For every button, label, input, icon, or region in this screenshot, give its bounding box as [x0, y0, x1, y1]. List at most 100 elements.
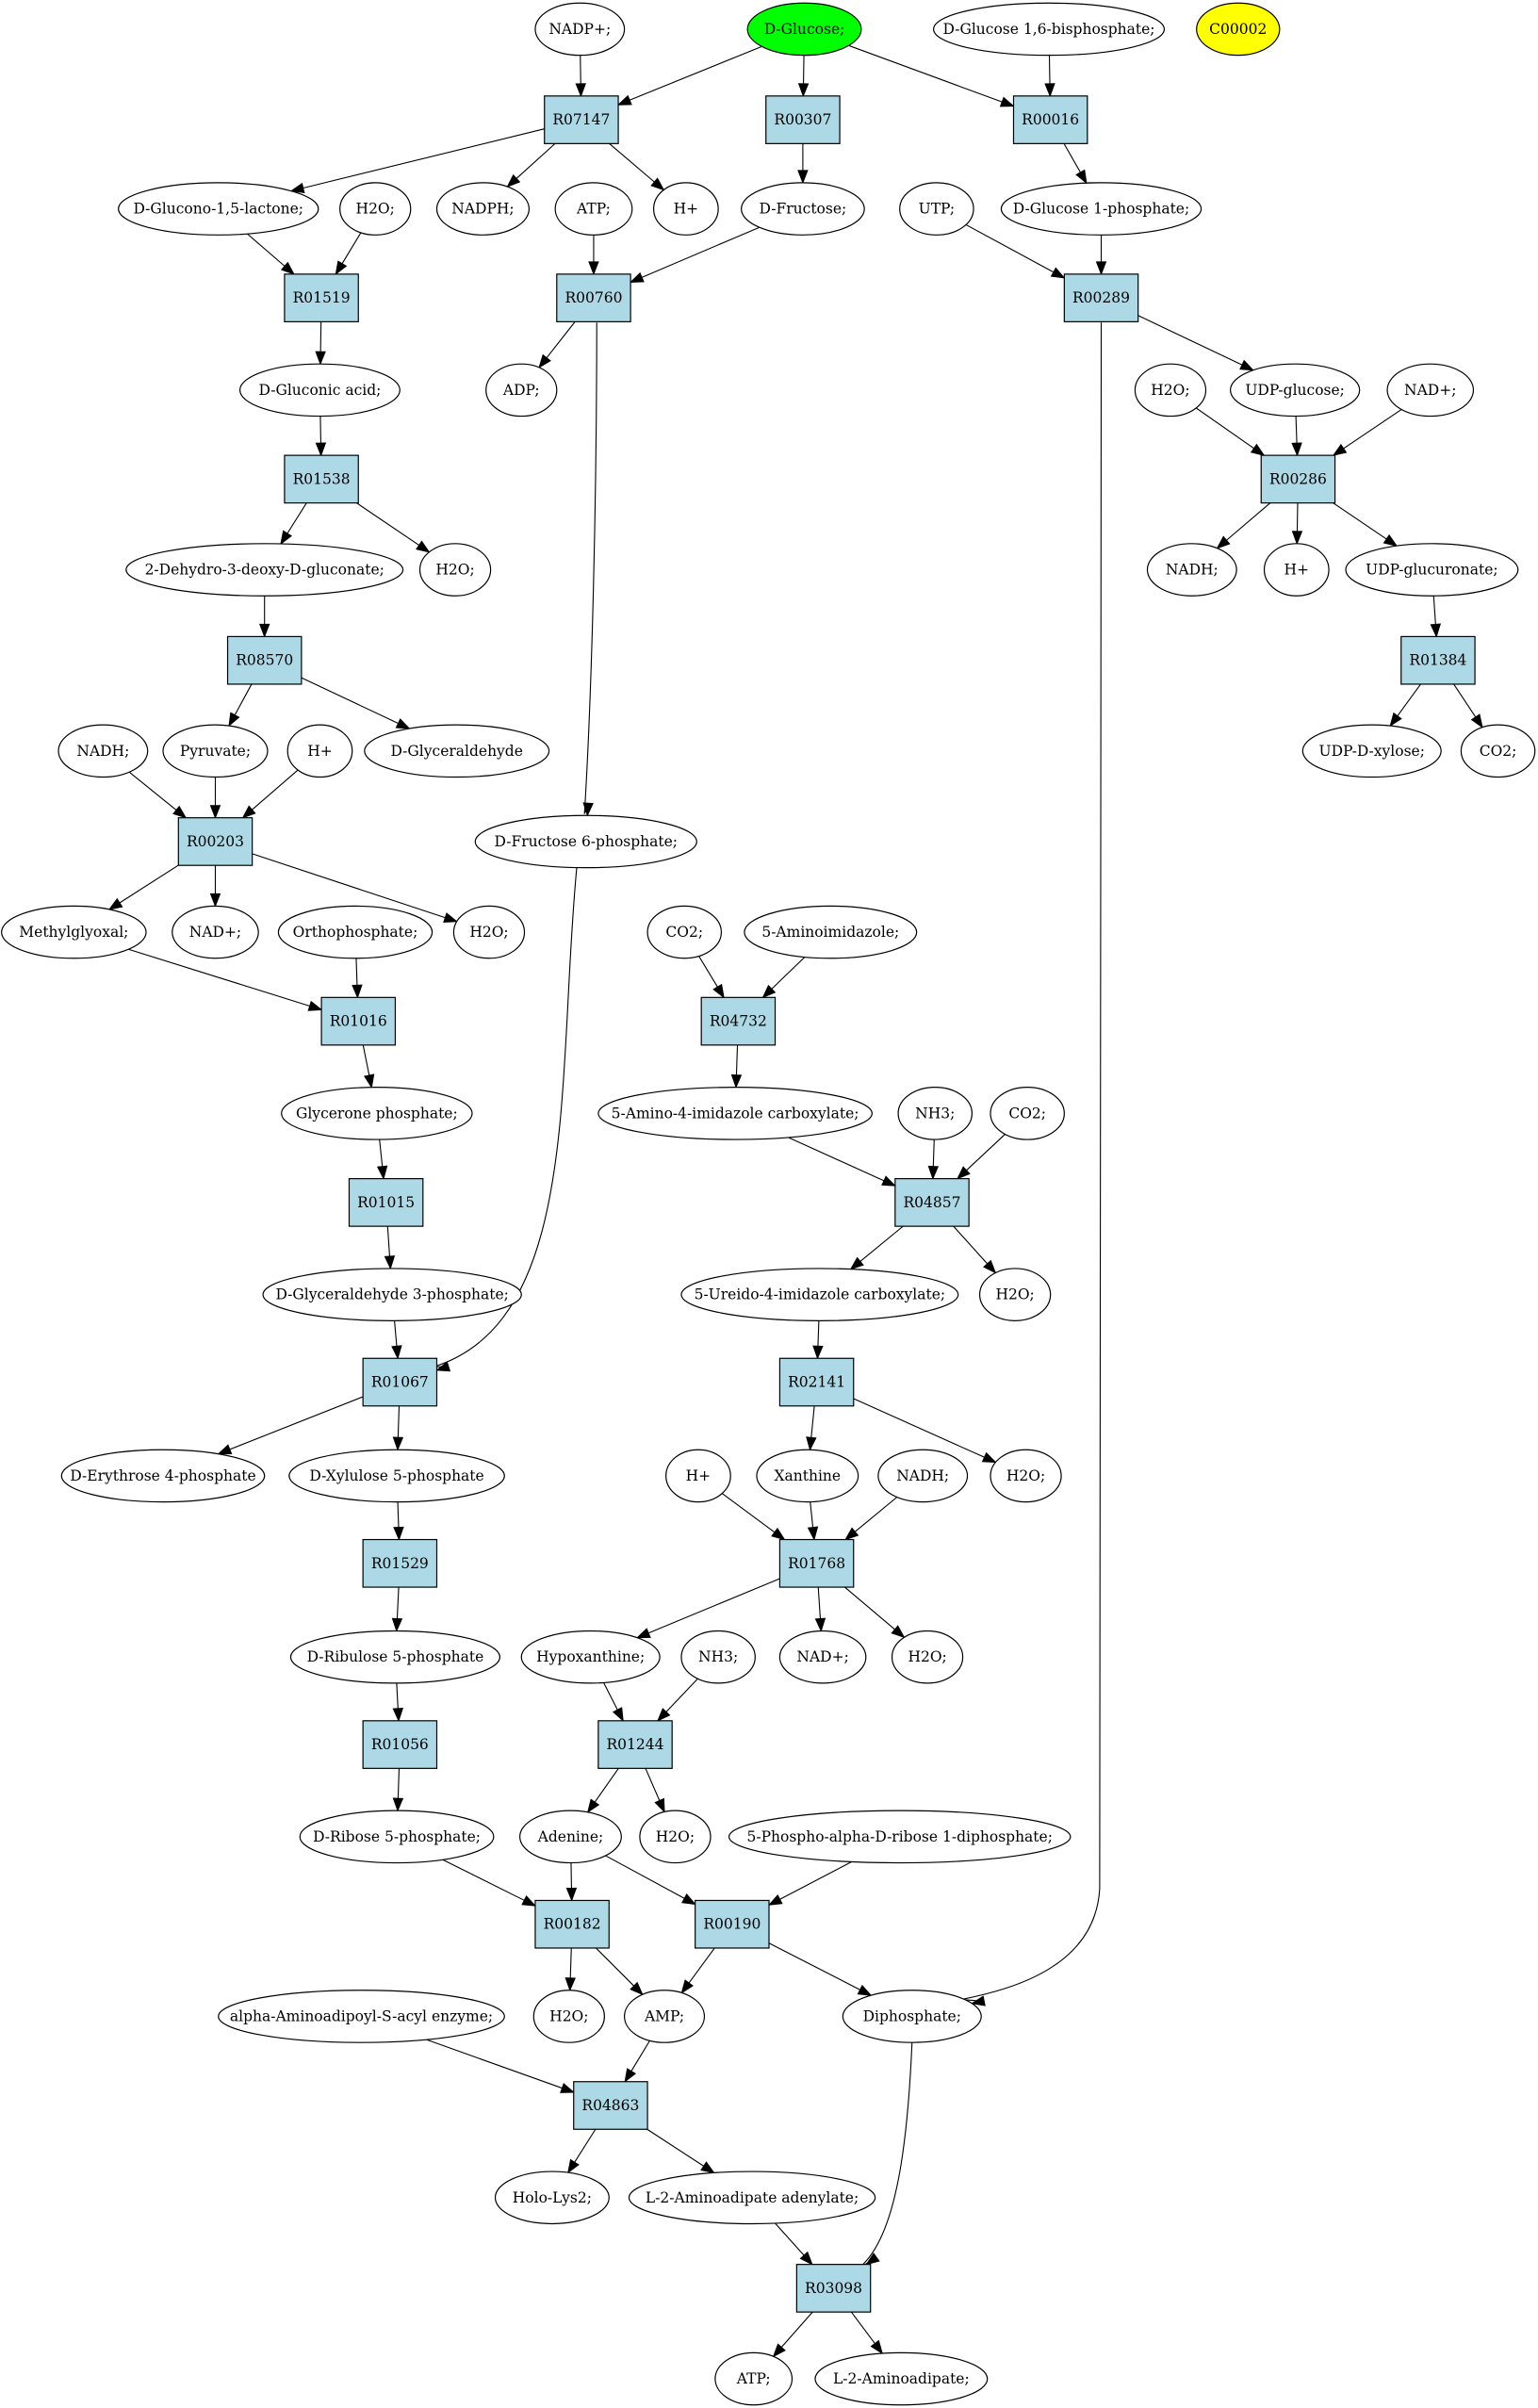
compound-node-atp-2[interactable]: ATP; [714, 2351, 794, 2406]
compound-node-adenine[interactable]: Adenine; [519, 1810, 622, 1864]
reaction-label: R08570 [236, 652, 293, 669]
edge-r01015-to-d-g3p [384, 1226, 396, 1270]
compound-node-l-2-aminoadipate[interactable]: L-2-Aminoadipate; [814, 2351, 989, 2406]
compound-node-nadh-1[interactable]: NADH; [1146, 543, 1237, 597]
compound-node-ureido-imidazole-carboxylate[interactable]: 5-Ureido-4-imidazole carboxylate; [680, 1268, 959, 1321]
compound-node-methylglyoxal[interactable]: Methylglyoxal; [1, 905, 147, 959]
compound-node-prpp[interactable]: 5-Phospho-alpha-D-ribose 1-diphosphate; [728, 1810, 1072, 1864]
reaction-node-r00190[interactable]: R00190 [695, 1899, 770, 1949]
compound-node-nadh-3[interactable]: NADH; [877, 1449, 969, 1503]
compound-node-h2o-5[interactable]: H2O; [978, 1268, 1052, 1321]
compound-node-co2-2[interactable]: CO2; [646, 905, 723, 959]
reaction-node-r07147[interactable]: R07147 [544, 95, 619, 144]
edge-glycerone-phosphate-to-r01015 [376, 1138, 388, 1180]
compound-node-co2-1[interactable]: CO2; [1460, 724, 1536, 778]
reaction-node-r01067[interactable]: R01067 [362, 1357, 438, 1407]
reaction-node-r01384[interactable]: R01384 [1400, 635, 1476, 685]
reaction-node-r03098[interactable]: R03098 [795, 2264, 872, 2313]
compound-node-amp[interactable]: AMP; [623, 1990, 706, 2043]
reaction-node-r04863[interactable]: R04863 [573, 2081, 648, 2130]
compound-node-atp-1[interactable]: ATP; [554, 182, 633, 236]
compound-node-hypoxanthine[interactable]: Hypoxanthine; [520, 1630, 661, 1684]
reaction-node-r01519[interactable]: R01519 [284, 273, 359, 322]
compound-node-h2o-9[interactable]: H2O; [532, 1990, 605, 2043]
edge-r01244-to-h2o-8 [645, 1768, 665, 1813]
compound-node-aminoadipate-adenylate[interactable]: L-2-Aminoadipate adenylate; [628, 2170, 876, 2225]
reaction-node-r00182[interactable]: R00182 [534, 1899, 610, 1949]
compound-node-nadph[interactable]: NADPH; [435, 182, 531, 236]
compound-node-d-glyceraldehyde[interactable]: D-Glyceraldehyde [364, 724, 550, 778]
arrow-head [575, 83, 586, 98]
compound-node-d-fructose-6p[interactable]: D-Fructose 6-phosphate; [474, 814, 697, 869]
reaction-node-r00016[interactable]: R00016 [1012, 95, 1088, 144]
reaction-node-r01244[interactable]: R01244 [597, 1720, 673, 1769]
reaction-node-r01529[interactable]: R01529 [362, 1538, 438, 1588]
compound-node-d-ribose-5p[interactable]: D-Ribose 5-phosphate; [299, 1810, 495, 1864]
reaction-node-r04732[interactable]: R04732 [700, 996, 777, 1046]
compound-node-h-plus-3[interactable]: H+ [286, 724, 353, 778]
compound-node-nad-plus-2[interactable]: NAD+; [172, 905, 259, 959]
reaction-node-r00307[interactable]: R00307 [765, 95, 841, 144]
arrow-head [107, 897, 123, 910]
compound-node-d-glucono-lactone[interactable]: D-Glucono-1,5-lactone; [118, 182, 319, 236]
compound-node-h2o-3[interactable]: H2O; [1134, 363, 1207, 418]
compound-node-h2o-4[interactable]: H2O; [452, 905, 526, 959]
compound-node-h-plus-2[interactable]: H+ [1263, 543, 1330, 597]
compound-node-nh3-2[interactable]: NH3; [680, 1630, 756, 1684]
compound-node-h-plus-1[interactable]: H+ [653, 182, 719, 236]
compound-node-amino-imidazole-carboxylate[interactable]: 5-Amino-4-imidazole carboxylate; [597, 1087, 873, 1140]
reaction-node-r00760[interactable]: R00760 [556, 273, 631, 322]
compound-node-udp-glucose[interactable]: UDP-glucose; [1230, 363, 1361, 418]
reaction-node-r02141[interactable]: R02141 [778, 1357, 855, 1407]
compound-node-holo-lys2[interactable]: Holo-Lys2; [494, 2170, 610, 2225]
compound-node-d-glucose-16bp[interactable]: D-Glucose 1,6-bisphosphate; [933, 2, 1166, 57]
compound-node-d-fructose[interactable]: D-Fructose; [741, 182, 865, 236]
compound-node-orthophosphate[interactable]: Orthophosphate; [277, 905, 434, 959]
compound-node-aminoadipoyl-enzyme[interactable]: alpha-Aminoadipoyl-S-acyl enzyme; [218, 1990, 505, 2043]
edge-r01056-to-d-ribose-5p [392, 1768, 404, 1812]
compound-node-h2o-2[interactable]: H2O; [418, 543, 492, 597]
reaction-node-r01016[interactable]: R01016 [320, 996, 397, 1046]
compound-node-aminoimidazole[interactable]: 5-Aminoimidazole; [744, 905, 918, 959]
compound-node-xanthine[interactable]: Xanthine [756, 1449, 859, 1503]
compound-node-glycerone-phosphate[interactable]: Glycerone phosphate; [281, 1087, 473, 1140]
compound-node-d-xylulose-5p[interactable]: D-Xylulose 5-phosphate [288, 1449, 505, 1503]
reaction-node-r04857[interactable]: R04857 [894, 1178, 970, 1227]
reaction-node-r01056[interactable]: R01056 [362, 1720, 438, 1769]
arrow-head [1291, 442, 1302, 457]
compound-node-nad-plus-1[interactable]: NAD+; [1386, 363, 1475, 418]
reaction-node-r00286[interactable]: R00286 [1260, 454, 1336, 504]
compound-node-d-glucose-1p[interactable]: D-Glucose 1-phosphate; [1000, 182, 1203, 236]
compound-node-utp[interactable]: UTP; [899, 182, 974, 236]
reaction-node-r08570[interactable]: R08570 [226, 635, 303, 685]
compound-node-dehydro-deoxy-gluconate[interactable]: 2-Dehydro-3-deoxy-D-gluconate; [125, 543, 404, 597]
reaction-node-r01538[interactable]: R01538 [284, 454, 359, 504]
reaction-node-r01768[interactable]: R01768 [778, 1538, 855, 1588]
reaction-node-r00203[interactable]: R00203 [177, 817, 254, 866]
compound-node-co2-3[interactable]: CO2; [990, 1087, 1065, 1140]
compound-node-udp-d-xylose[interactable]: UDP-D-xylose; [1301, 724, 1442, 778]
compound-node-nh3-1[interactable]: NH3; [897, 1087, 974, 1140]
compound-node-h2o-1[interactable]: H2O; [339, 182, 412, 236]
compound-node-c00002[interactable]: C00002 [1196, 2, 1281, 57]
compound-node-nadh-2[interactable]: NADH; [57, 724, 149, 778]
compound-label: UDP-glucose; [1245, 382, 1345, 399]
compound-node-udp-glucuronate[interactable]: UDP-glucuronate; [1345, 543, 1519, 597]
compound-node-nad-plus-3[interactable]: NAD+; [778, 1630, 867, 1684]
reaction-node-r01015[interactable]: R01015 [348, 1178, 424, 1227]
compound-node-nadp-plus[interactable]: NADP+; [534, 2, 626, 57]
arrow-head [806, 1436, 817, 1451]
compound-node-d-gluconic-acid[interactable]: D-Gluconic acid; [238, 363, 401, 418]
compound-node-h2o-8[interactable]: H2O; [639, 1810, 712, 1864]
compound-node-d-erythrose-4p[interactable]: D-Erythrose 4-phosphate [60, 1449, 266, 1503]
compound-node-d-ribulose-5p[interactable]: D-Ribulose 5-phosphate [289, 1630, 500, 1684]
compound-node-d-glucose[interactable]: D-Glucose; [746, 2, 862, 57]
compound-node-pyruvate[interactable]: Pyruvate; [162, 724, 269, 778]
compound-node-d-g3p[interactable]: D-Glyceraldehyde 3-phosphate; [262, 1268, 522, 1321]
compound-node-diphosphate[interactable]: Diphosphate; [842, 1990, 982, 2043]
compound-node-h-plus-4[interactable]: H+ [665, 1449, 731, 1503]
compound-node-h2o-6[interactable]: H2O; [990, 1449, 1062, 1503]
compound-node-h2o-7[interactable]: H2O; [891, 1630, 964, 1684]
reaction-node-r00289[interactable]: R00289 [1063, 273, 1139, 322]
compound-node-adp[interactable]: ADP; [485, 363, 558, 418]
